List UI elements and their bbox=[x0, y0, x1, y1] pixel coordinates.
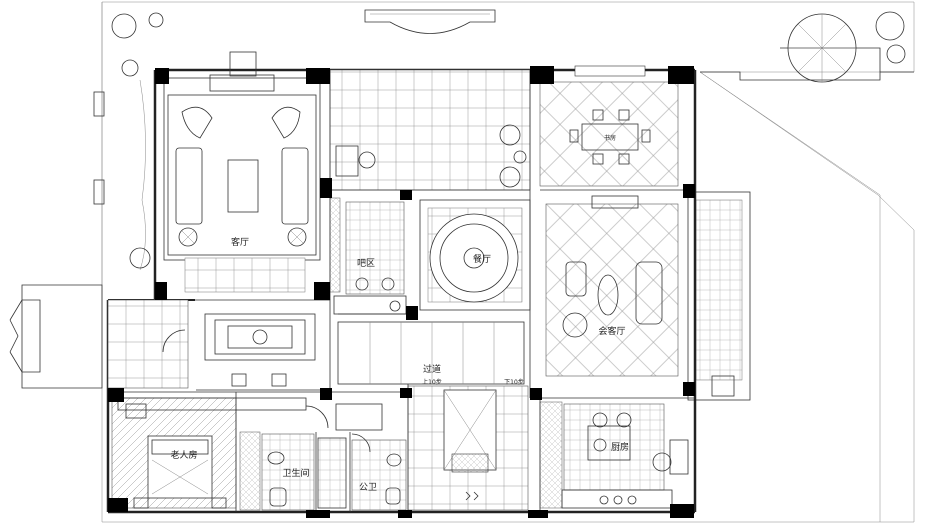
wardrobe bbox=[117, 397, 307, 411]
sofa-left bbox=[175, 147, 203, 225]
right-terrace bbox=[687, 11, 914, 401]
entry-foyer bbox=[107, 299, 189, 389]
dining-table bbox=[429, 213, 519, 303]
armchair bbox=[181, 106, 213, 139]
coffee-table bbox=[227, 159, 259, 213]
side-table bbox=[287, 227, 307, 247]
room-label-reception-room: 会客厅 bbox=[598, 325, 625, 337]
stair-label-down: 下10步 bbox=[504, 378, 524, 386]
site-boundary bbox=[101, 1, 915, 523]
bathtub bbox=[335, 403, 383, 431]
stair-label-up: 上10步 bbox=[422, 378, 442, 386]
dining-room: 餐厅 bbox=[419, 199, 531, 311]
left-garden bbox=[9, 12, 164, 389]
room-label-bathroom: 卫生间 bbox=[282, 467, 309, 479]
fireplace bbox=[209, 74, 275, 92]
coffee-table bbox=[597, 274, 619, 316]
room-label-study: 书房 bbox=[604, 134, 616, 142]
shower bbox=[317, 437, 347, 509]
living-room: 客厅 bbox=[163, 51, 321, 293]
kitchen-island bbox=[587, 425, 631, 461]
bar-area: 吧区 bbox=[329, 197, 407, 315]
side-table bbox=[178, 227, 198, 247]
toilet bbox=[269, 487, 287, 507]
room-label-elder-bedroom: 老人房 bbox=[170, 449, 197, 461]
top-bay bbox=[364, 9, 496, 34]
basin bbox=[267, 451, 285, 465]
toilet bbox=[385, 487, 401, 505]
bathroom: 卫生间 bbox=[239, 405, 347, 511]
armchair bbox=[271, 106, 301, 139]
hall-tiled bbox=[329, 69, 531, 191]
room-label-corridor: 过道 bbox=[423, 363, 441, 375]
tv-cabinet bbox=[591, 195, 639, 209]
study: 书房 bbox=[539, 65, 679, 187]
bed bbox=[147, 435, 213, 499]
counter bbox=[561, 489, 673, 509]
armchair bbox=[565, 261, 587, 297]
hall-chair bbox=[335, 145, 359, 177]
room-label-living-room: 客厅 bbox=[231, 236, 249, 248]
structural-columns bbox=[108, 66, 695, 518]
corridor: 过道 bbox=[337, 321, 525, 385]
study-table bbox=[581, 123, 639, 151]
public-wc: 公卫 bbox=[335, 403, 407, 511]
console-area bbox=[196, 313, 330, 391]
room-label-dining-room: 餐厅 bbox=[473, 253, 491, 265]
elder-bedroom: 老人房 bbox=[111, 397, 307, 509]
basin bbox=[386, 453, 402, 467]
room-label-bar-area: 吧区 bbox=[357, 258, 375, 269]
kitchen: 厨房 bbox=[539, 401, 689, 509]
sofa bbox=[635, 261, 663, 325]
stair-hall: 上10步 下10步 bbox=[407, 378, 529, 511]
reception-room: 会客厅 bbox=[545, 195, 679, 377]
sofa-right bbox=[281, 147, 309, 225]
room-label-public-wc: 公卫 bbox=[359, 482, 377, 493]
room-label-kitchen: 厨房 bbox=[611, 441, 629, 453]
garden-umbrella-left bbox=[111, 13, 137, 39]
